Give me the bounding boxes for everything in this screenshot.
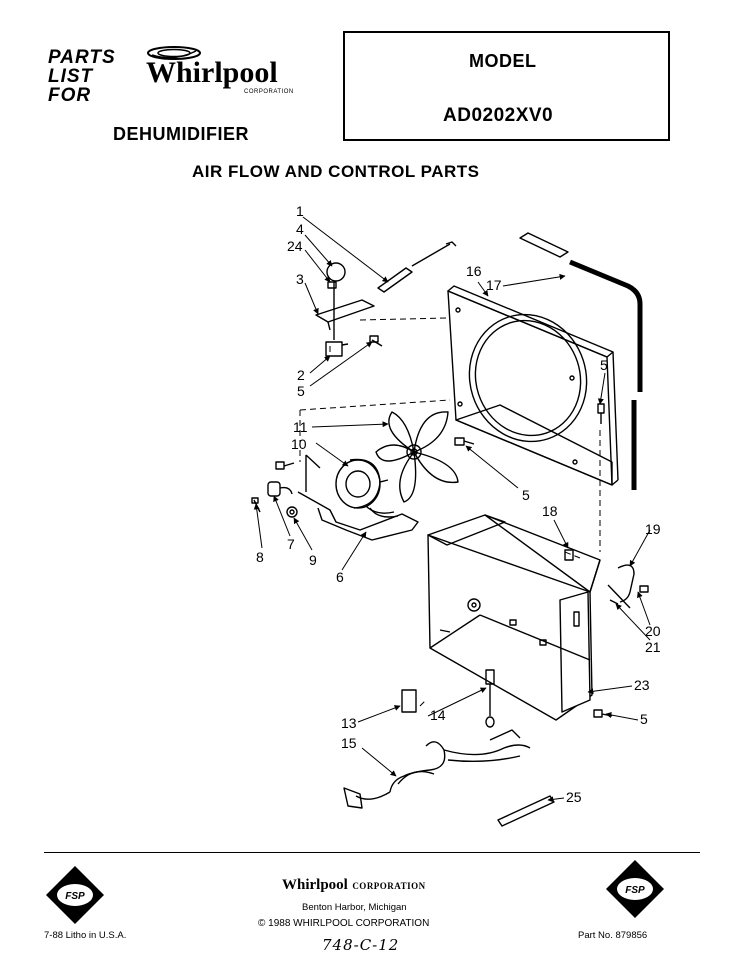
callout-17: 17	[486, 277, 502, 293]
whirlpool-logo: Whirlpool CORPORATION	[138, 44, 300, 100]
callout-9: 9	[309, 552, 317, 568]
callout-14: 14	[430, 707, 446, 723]
section-title: AIR FLOW AND CONTROL PARTS	[192, 162, 480, 181]
handwritten-note: 748-C-12	[322, 936, 400, 954]
footer-brand-corporation: CORPORATION	[352, 881, 426, 891]
footer-rule	[44, 852, 700, 853]
seal-strips-drawing	[519, 232, 643, 490]
fsp-badge-left-text: FSP	[65, 891, 85, 902]
model-box: MODEL AD0202XV0	[343, 31, 670, 141]
fan-shroud-drawing	[447, 285, 619, 486]
callout-5-lower: 5	[640, 711, 648, 727]
fan-motor-drawing	[335, 458, 399, 518]
callout-4: 4	[296, 221, 304, 237]
callout-1: 1	[296, 203, 304, 219]
model-number: AD0202XV0	[443, 105, 554, 126]
callout-5-left: 5	[297, 383, 305, 399]
brand-name: Whirlpool	[146, 56, 278, 89]
fsp-badge-right-icon: FSP	[606, 860, 664, 918]
callout-2: 2	[297, 367, 305, 383]
callout-numbers: 1 4 24 3 2 5 11 10 8 7 9 6 16 17 5 5 18 …	[256, 203, 661, 805]
callout-6: 6	[336, 569, 344, 585]
brand-corporation: CORPORATION	[244, 89, 294, 95]
electrical-parts-drawing	[343, 669, 555, 827]
callout-21: 21	[645, 639, 661, 655]
callout-23: 23	[634, 677, 650, 693]
footer-copyright: © 1988 WHIRLPOOL CORPORATION	[258, 918, 430, 929]
product-type: DEHUMIDIFIER	[113, 124, 249, 144]
footer-part-number: Part No. 879856	[578, 930, 648, 941]
callout-19: 19	[645, 521, 661, 537]
for-word: FOR	[48, 85, 92, 106]
parts-list-label: PARTS LIST FOR	[48, 48, 116, 105]
control-assembly-drawing	[315, 241, 457, 357]
callout-5-right: 5	[600, 357, 608, 373]
footer-litho: 7-88 Litho in U.S.A.	[44, 930, 127, 941]
parts-word: PARTS	[48, 47, 116, 68]
callout-15: 15	[341, 735, 357, 751]
model-label: MODEL	[469, 51, 537, 71]
fsp-badge-right-text: FSP	[625, 885, 645, 896]
bracket-clip-drawing	[607, 564, 649, 609]
fsp-badge-left-icon: FSP	[46, 866, 104, 924]
callout-20: 20	[645, 623, 661, 639]
footer-city: Benton Harbor, Michigan	[302, 902, 407, 913]
footer-brand-line: Whirlpool CORPORATION	[282, 876, 426, 894]
footer-brand-name: Whirlpool	[282, 877, 348, 893]
callout-24: 24	[287, 238, 303, 254]
callout-25: 25	[566, 789, 582, 805]
callout-11: 11	[293, 419, 308, 435]
callout-10: 10	[291, 436, 307, 452]
list-word: LIST	[48, 66, 94, 87]
callout-8: 8	[256, 549, 264, 565]
callout-13: 13	[341, 715, 357, 731]
callout-3: 3	[296, 271, 304, 287]
motor-bracket-drawing	[297, 454, 419, 541]
small-hardware-drawing	[251, 461, 298, 518]
callout-18: 18	[542, 503, 558, 519]
base-pan-drawing	[427, 514, 601, 721]
fan-blade-drawing	[375, 411, 459, 503]
callout-7: 7	[287, 536, 295, 552]
swirl-logo-icon	[147, 46, 201, 60]
callout-16: 16	[466, 263, 482, 279]
callout-5-center: 5	[522, 487, 530, 503]
